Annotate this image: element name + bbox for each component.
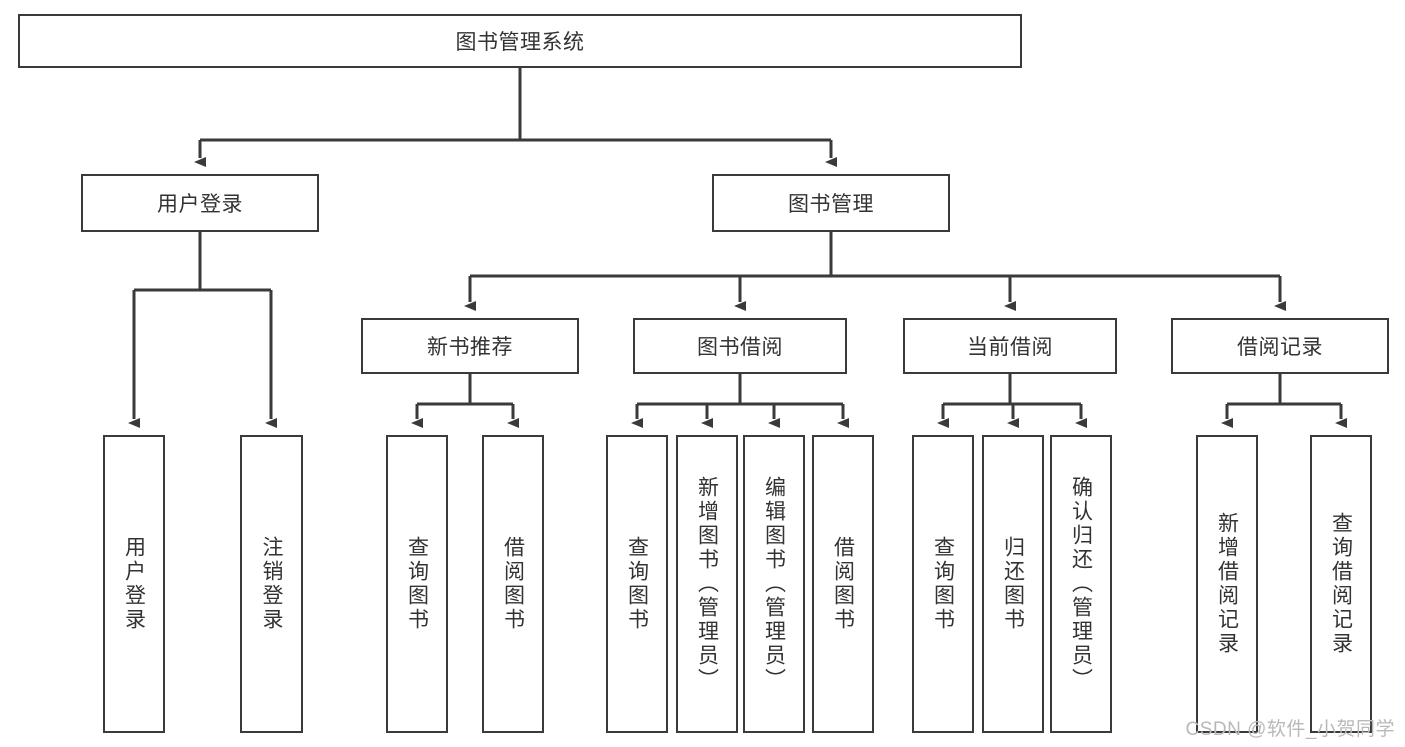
node-borrow-record-label: 借阅记录 (1237, 336, 1323, 359)
leaf-query-borrow-record-label: 查询借阅记录 (1329, 512, 1353, 656)
leaf-edit-book-admin-label: 编辑图书（管理员） (762, 476, 786, 692)
leaf-borrow-book-2[interactable]: 借阅图书 (812, 435, 874, 733)
leaf-add-book-admin[interactable]: 新增图书（管理员） (676, 435, 738, 733)
leaf-borrow-book-1[interactable]: 借阅图书 (482, 435, 544, 733)
node-user-login[interactable]: 用户登录 (81, 174, 319, 232)
leaf-query-borrow-record[interactable]: 查询借阅记录 (1310, 435, 1372, 733)
leaf-add-borrow-record-label: 新增借阅记录 (1215, 512, 1239, 656)
leaf-query-book-1[interactable]: 查询图书 (386, 435, 448, 733)
node-root[interactable]: 图书管理系统 (18, 14, 1022, 68)
node-book-borrow[interactable]: 图书借阅 (633, 318, 847, 374)
node-current-borrow-label: 当前借阅 (967, 336, 1053, 359)
leaf-user-login-label: 用户登录 (122, 536, 146, 632)
node-book-management[interactable]: 图书管理 (712, 174, 950, 232)
leaf-query-book-2-label: 查询图书 (625, 536, 649, 632)
leaf-add-book-admin-label: 新增图书（管理员） (695, 476, 719, 692)
leaf-user-login[interactable]: 用户登录 (103, 435, 165, 733)
node-book-borrow-label: 图书借阅 (697, 336, 783, 359)
node-root-label: 图书管理系统 (455, 31, 585, 54)
leaf-edit-book-admin[interactable]: 编辑图书（管理员） (743, 435, 805, 733)
node-current-borrow[interactable]: 当前借阅 (903, 318, 1117, 374)
leaf-borrow-book-1-label: 借阅图书 (501, 536, 525, 632)
leaf-confirm-return-admin-label: 确认归还（管理员） (1069, 476, 1093, 692)
node-new-book-recommend-label: 新书推荐 (427, 336, 513, 359)
leaf-query-book-3-label: 查询图书 (931, 536, 955, 632)
node-borrow-record[interactable]: 借阅记录 (1171, 318, 1389, 374)
node-book-management-label: 图书管理 (788, 193, 874, 216)
leaf-borrow-book-2-label: 借阅图书 (831, 536, 855, 632)
node-new-book-recommend[interactable]: 新书推荐 (361, 318, 579, 374)
leaf-add-borrow-record[interactable]: 新增借阅记录 (1196, 435, 1258, 733)
leaf-return-book[interactable]: 归还图书 (982, 435, 1044, 733)
leaf-logout-login-label: 注销登录 (260, 536, 283, 632)
leaf-query-book-1-label: 查询图书 (405, 536, 429, 632)
leaf-logout-login[interactable]: 注销登录 (240, 435, 303, 733)
leaf-return-book-label: 归还图书 (1001, 536, 1025, 632)
leaf-confirm-return-admin[interactable]: 确认归还（管理员） (1050, 435, 1112, 733)
leaf-query-book-2[interactable]: 查询图书 (606, 435, 668, 733)
leaf-query-book-3[interactable]: 查询图书 (912, 435, 974, 733)
node-user-login-label: 用户登录 (157, 193, 243, 216)
